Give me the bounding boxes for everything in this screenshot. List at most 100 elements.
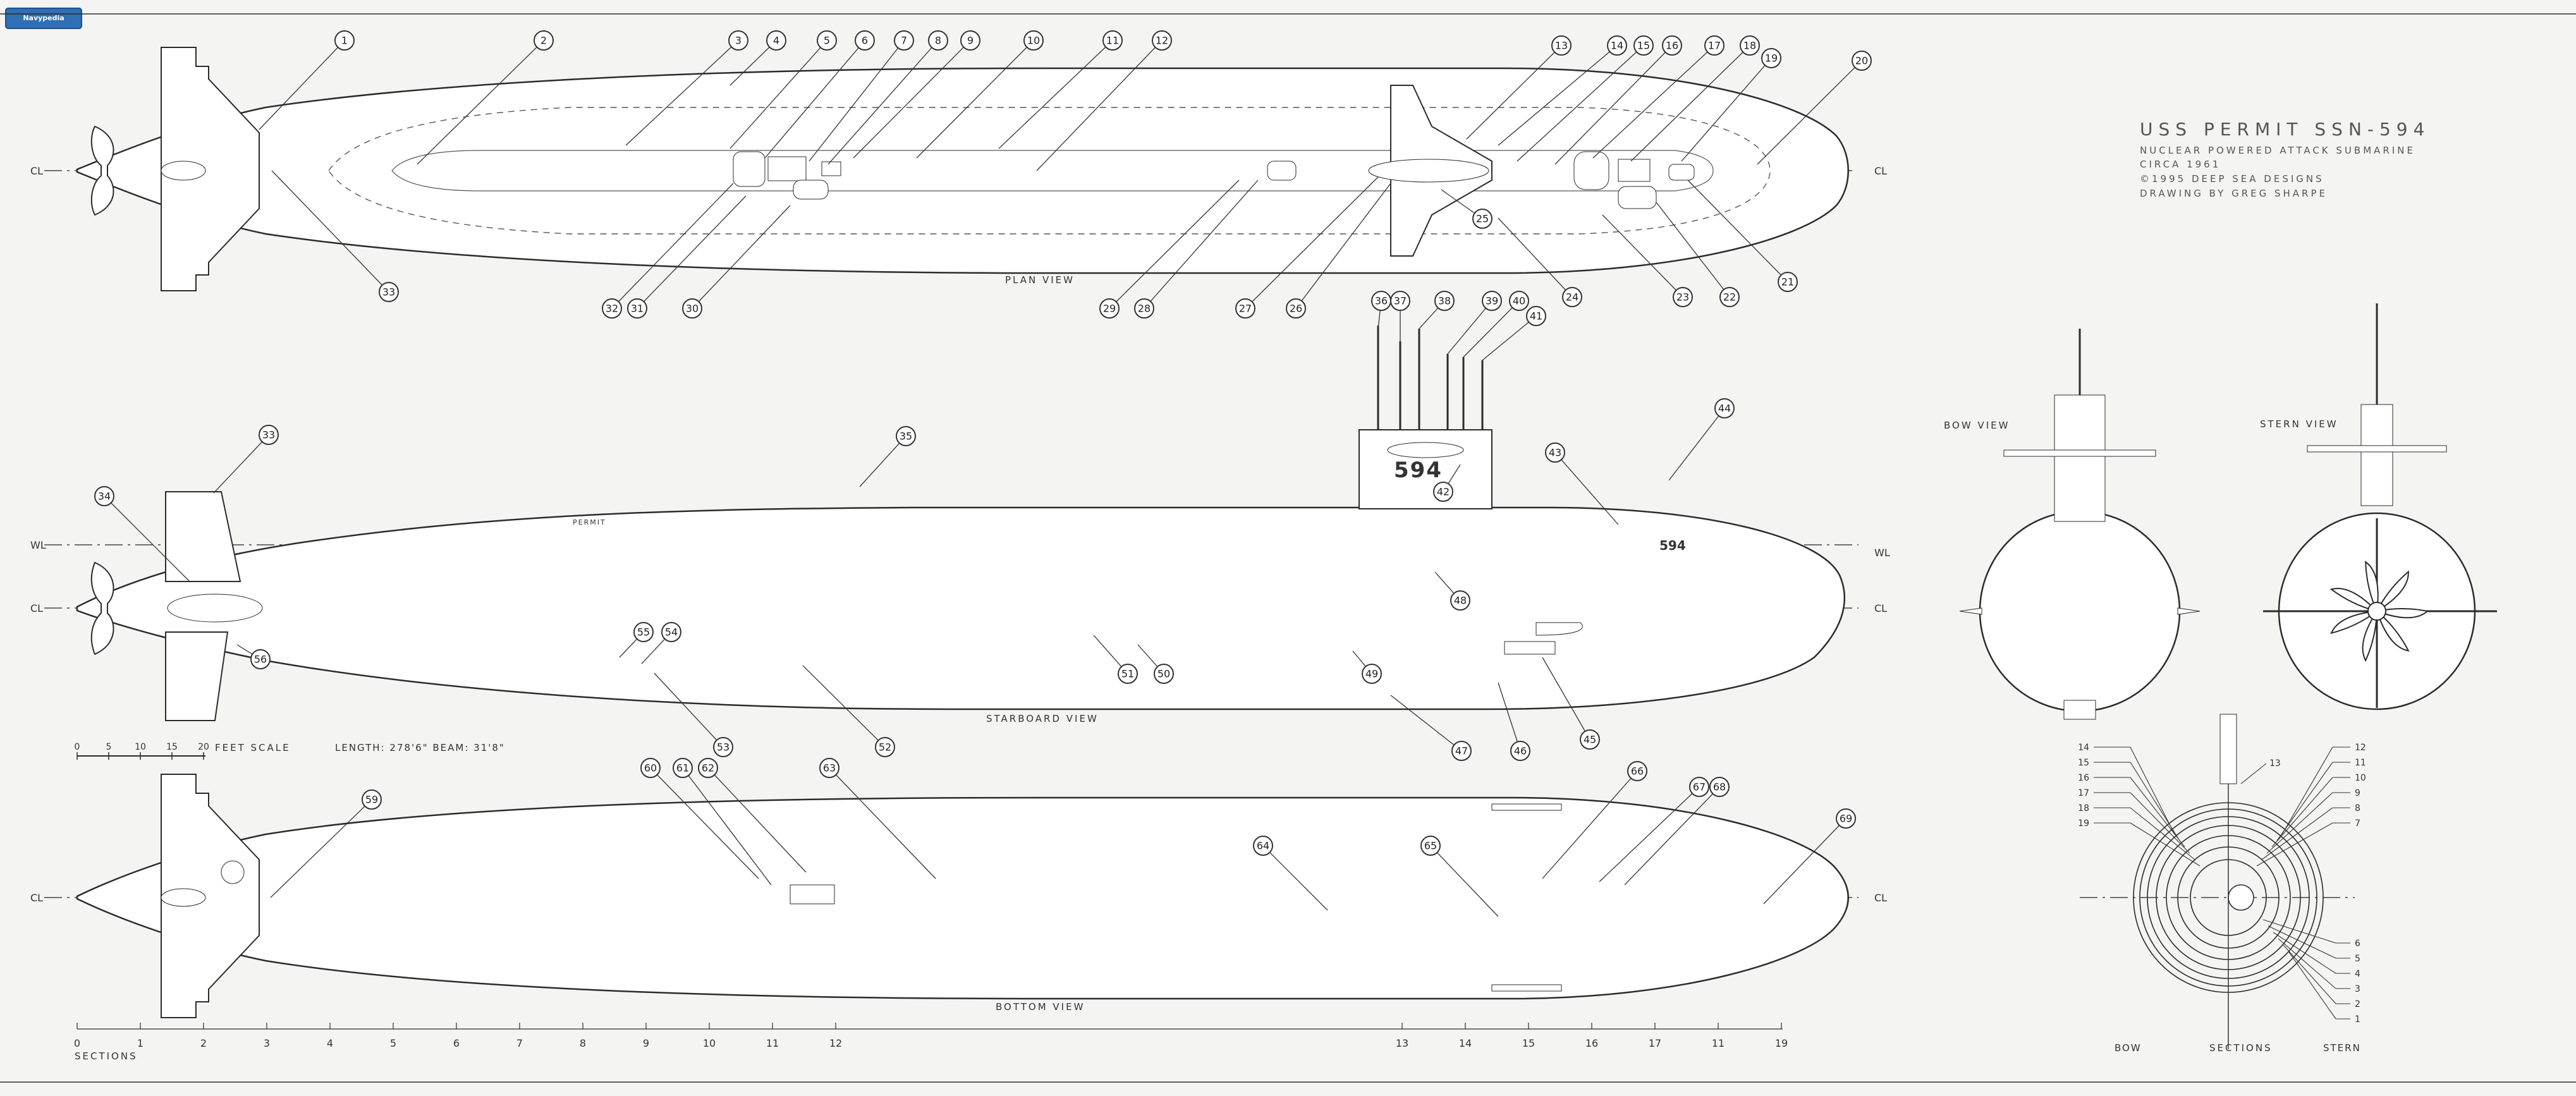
callout-leader	[1599, 786, 1700, 882]
bottom-view: CL CL BOTTOM VIEW	[30, 774, 1887, 1018]
sb-callout-51-circle	[1118, 664, 1138, 684]
propeller-blade	[2330, 610, 2379, 635]
section-leader	[2130, 746, 2175, 835]
bottom-stern-planes	[161, 774, 260, 1018]
stern-view-label: STERN VIEW	[2260, 418, 2338, 430]
plan-callout-14-circle	[1607, 35, 1627, 56]
drawn-by: DRAWING BY GREG SHARPE	[2140, 188, 2328, 199]
callout-leader	[637, 195, 747, 309]
callout-leader	[1498, 682, 1521, 752]
callout-leader	[1466, 45, 1562, 140]
plan-callout-3-circle	[728, 30, 748, 51]
bow-sail-planes	[2003, 449, 2156, 457]
section-label-left: 14	[2078, 743, 2089, 753]
plan-callout-9-circle	[960, 30, 980, 51]
bt-callout-69-circle	[1836, 808, 1856, 829]
sections-stern: STERN	[2323, 1042, 2361, 1054]
section-label-left: 17	[2078, 788, 2089, 798]
sb-cl-right: CL	[1874, 602, 1887, 614]
plan-hatch-fwd	[1573, 151, 1609, 190]
plan-callout-23-circle	[1673, 287, 1693, 307]
section-ring	[2190, 859, 2267, 936]
plan-callout-12-circle	[1152, 30, 1172, 51]
bow-keel	[2063, 700, 2096, 720]
section-label-right-bottom: 6	[2355, 939, 2360, 949]
stern-plane-fairing	[167, 594, 263, 623]
section-leader	[2256, 822, 2333, 867]
plan-callout-28-circle	[1134, 298, 1154, 319]
ship-type: NUCLEAR POWERED ATTACK SUBMARINE	[2140, 145, 2415, 156]
bt-callout-67-circle	[1689, 777, 1709, 797]
section-leader	[2268, 925, 2336, 959]
callout-leader	[1592, 45, 1715, 159]
section-sail-profile	[2219, 714, 2237, 784]
plan-callout-17-label: 17	[1708, 40, 1721, 52]
callout-leader	[1295, 183, 1391, 309]
section-leader	[2273, 932, 2336, 974]
callout-leader	[859, 435, 906, 487]
sb-callout-56-circle	[250, 649, 271, 669]
section-label-right: 10	[2355, 773, 2366, 783]
propeller-blade	[2362, 609, 2378, 662]
sb-callout-34-circle	[94, 486, 114, 506]
sb-callout-43-label: 43	[1549, 447, 1561, 459]
sonar-fairing	[1504, 641, 1556, 655]
plan-equipment-7	[1668, 164, 1695, 181]
plan-callout-24-circle	[1562, 287, 1582, 307]
bt-callout-63-label: 63	[823, 762, 836, 774]
plan-callout-13-circle	[1551, 35, 1572, 56]
plan-callout-22-label: 22	[1723, 291, 1736, 303]
section-label-left: 18	[2078, 803, 2089, 813]
plan-callout-25-label: 25	[1476, 213, 1489, 225]
plan-callout-18-circle	[1740, 35, 1760, 56]
section-label-right: 12	[2355, 743, 2366, 753]
callout-leader	[829, 767, 936, 879]
callout-leader	[1687, 180, 1788, 283]
bt-callout-63-circle	[819, 758, 839, 778]
callout-leader	[1542, 770, 1638, 879]
plan-callout-32-label: 32	[606, 303, 618, 315]
section-number: 4	[327, 1037, 333, 1049]
plan-callout-7-label: 7	[901, 35, 907, 47]
ship-name: USS PERMIT SSN-594	[2140, 119, 2430, 140]
section-leader	[2130, 807, 2195, 860]
callout-leader	[802, 665, 886, 748]
section-number: 0	[74, 1037, 80, 1049]
plan-view: CL CL PLAN VIEW	[30, 47, 1887, 291]
callout-leader	[1656, 202, 1730, 298]
plan-equipment-5	[1618, 159, 1651, 182]
bow-plane-stbd	[2177, 607, 2201, 615]
site-logo: Navypedia	[5, 8, 82, 29]
callout-leader	[998, 40, 1113, 149]
plan-callout-15-label: 15	[1637, 40, 1650, 52]
section-label-left: 16	[2078, 773, 2089, 783]
sb-callout-43-circle	[1545, 442, 1565, 463]
scale-tick-label: 20	[198, 742, 209, 752]
plan-callout-25-circle	[1472, 209, 1492, 229]
plan-callout-18-label: 18	[1743, 40, 1756, 52]
plan-callout-32-circle	[602, 298, 622, 319]
section-label-right-bottom: 4	[2355, 969, 2360, 979]
section-label-mid: 13	[2269, 758, 2281, 769]
plan-callout-29-label: 29	[1103, 303, 1116, 315]
callout-leader	[1463, 300, 1520, 358]
plan-callout-31-label: 31	[631, 303, 644, 315]
sb-callout-54-label: 54	[665, 626, 678, 638]
sb-callout-34-label: 34	[98, 490, 111, 502]
callout-leader	[1498, 217, 1573, 298]
bottom-equipment	[790, 884, 835, 904]
sections-view: BOW SECTIONS STERN	[2080, 714, 2361, 1054]
bt-cl-left: CL	[30, 892, 43, 904]
callout-leader	[1668, 408, 1725, 481]
section-number: 10	[703, 1037, 716, 1049]
section-leader	[2281, 746, 2333, 835]
stern-sail-planes	[2307, 445, 2447, 453]
bow-view: BOW VIEW	[1944, 329, 2201, 720]
callout-leader	[729, 40, 777, 86]
section-leader	[2261, 807, 2333, 860]
bt-callout-59-circle	[362, 789, 382, 810]
sb-callout-37-label: 37	[1394, 295, 1407, 307]
sections-bow: BOW	[2115, 1042, 2142, 1054]
sb-callout-44-label: 44	[1718, 403, 1731, 415]
